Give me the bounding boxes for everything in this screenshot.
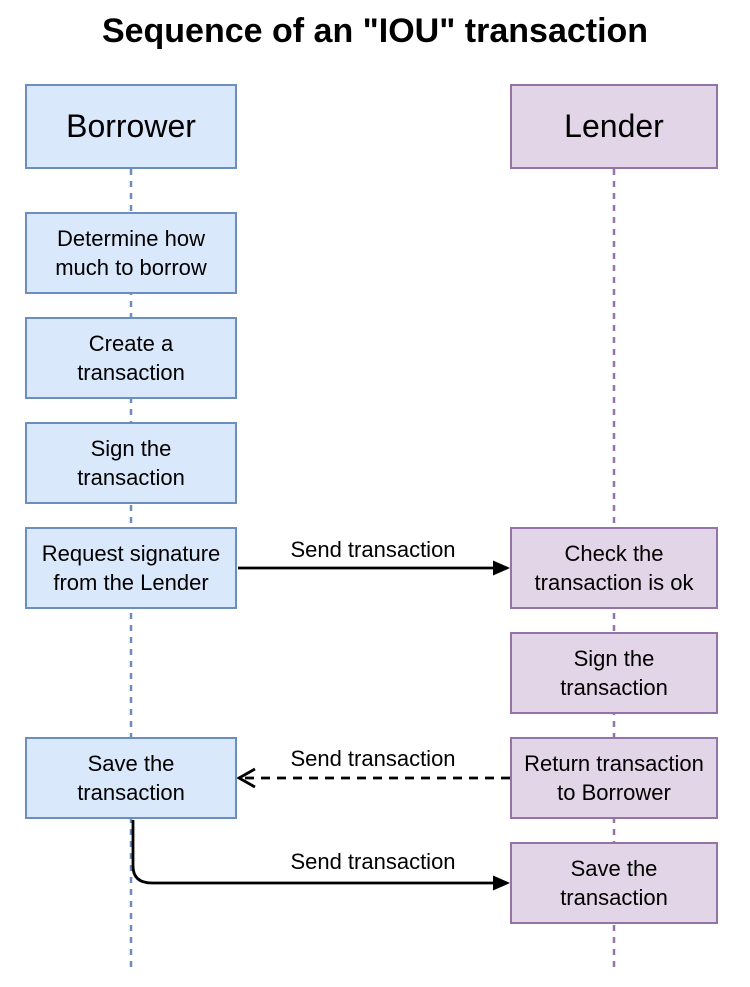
step-label-line: Save the [570, 856, 658, 881]
actor-borrower-label: Borrower [66, 108, 196, 144]
diagram-title: Sequence of an "IOU" transaction [101, 12, 649, 50]
step-label-line: Sign the [90, 436, 172, 461]
step-label-line: transaction [560, 885, 668, 910]
message-send-transaction-1: Send transaction [238, 537, 510, 576]
step-label-line: Save the [87, 751, 175, 776]
step-determine-how-much-to-borrow: Determine how much to borrow [25, 212, 237, 294]
message-label: Send transaction [290, 849, 455, 874]
step-lender-save-the-transaction: Save the transaction [510, 842, 718, 924]
arrowhead-filled-icon [493, 560, 510, 576]
step-label-line: transaction [77, 465, 185, 490]
step-label-line: transaction [560, 675, 668, 700]
step-label-line: from the Lender [53, 570, 209, 595]
step-check-the-transaction-is-ok: Check the transaction is ok [510, 527, 718, 609]
message-send-transaction-3: Send transaction [131, 820, 510, 891]
actor-lender-label: Lender [564, 108, 664, 144]
step-return-transaction-to-borrower: Return transaction to Borrower [510, 737, 718, 819]
step-label-line: much to borrow [55, 255, 207, 280]
step-create-a-transaction: Create a transaction [25, 317, 237, 399]
step-label-line: transaction is ok [534, 570, 694, 595]
actor-lender: Lender [510, 84, 718, 169]
actor-borrower: Borrower [25, 84, 237, 169]
step-borrower-save-the-transaction: Save the transaction [25, 737, 237, 819]
step-label-line: to Borrower [557, 780, 671, 805]
message-curve [131, 820, 495, 885]
arrowhead-open-icon [236, 767, 256, 789]
step-borrower-sign-the-transaction: Sign the transaction [25, 422, 237, 504]
step-label-line: Return transaction [524, 751, 704, 776]
step-label-line: Create a [88, 331, 174, 356]
step-label-line: Sign the [573, 646, 655, 671]
step-label-line: transaction [77, 360, 185, 385]
step-label-line: Check the [564, 541, 664, 566]
step-label-line: transaction [77, 780, 185, 805]
message-send-transaction-2: Send transaction [236, 746, 510, 789]
step-label-line: Request signature [41, 541, 221, 566]
step-lender-sign-the-transaction: Sign the transaction [510, 632, 718, 714]
message-label: Send transaction [290, 537, 455, 562]
step-request-signature-from-lender: Request signature from the Lender [25, 527, 237, 609]
step-label-line: Determine how [57, 226, 205, 251]
message-label: Send transaction [290, 746, 455, 771]
arrowhead-filled-icon [493, 875, 510, 891]
